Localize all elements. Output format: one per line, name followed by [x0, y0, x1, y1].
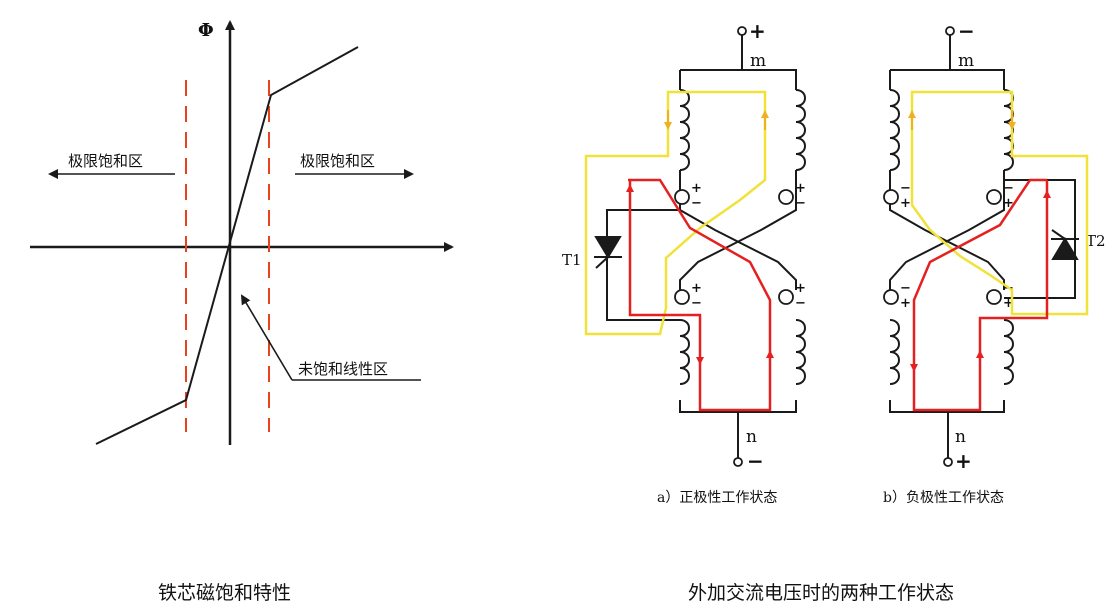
polarity-top: −	[958, 19, 975, 43]
magnetization-curve	[95, 46, 359, 445]
yellow-current-path-a	[584, 90, 767, 336]
svg-text:+: +	[900, 296, 911, 311]
svg-text:−: −	[691, 196, 702, 211]
svg-text:+: +	[691, 181, 702, 196]
node-n: n	[746, 427, 757, 447]
label-saturation-left: 极限饱和区	[68, 152, 143, 170]
sub-caption-b: b）负极性工作状态	[883, 490, 1004, 506]
circuit-b: − m n + −+ −+ −+ −+ T2	[883, 19, 1106, 506]
thyristor-t2	[1051, 229, 1079, 260]
svg-text:−: −	[900, 281, 911, 296]
polarity-top: +	[749, 19, 766, 43]
coil-bottom-left	[679, 319, 690, 385]
coil-top-left	[679, 89, 690, 171]
coil-top-right	[795, 89, 806, 171]
svg-text:−: −	[1003, 181, 1014, 196]
caption-right: 外加交流电压时的两种工作状态	[688, 582, 955, 604]
source-symbol	[883, 189, 1002, 305]
svg-text:−: −	[795, 196, 806, 211]
svg-text:+: +	[691, 281, 702, 296]
yellow-current-path-b	[910, 90, 1089, 316]
terminal-top	[737, 26, 747, 36]
linear-arrow	[240, 294, 293, 381]
node-n: n	[955, 427, 966, 447]
svg-text:+: +	[1003, 196, 1014, 211]
svg-text:−: −	[795, 296, 806, 311]
label-t1: T1	[562, 251, 582, 269]
source-symbol	[674, 189, 794, 305]
circuit-a: + m n − +− +− +− +−	[562, 19, 806, 506]
label-t2: T2	[1086, 232, 1106, 250]
red-current-path-b	[912, 178, 1049, 412]
coil-bottom-right	[1003, 319, 1014, 385]
polarity-bottom: +	[955, 449, 972, 473]
coil-bottom-left	[889, 319, 900, 385]
terminal-bottom	[943, 457, 953, 467]
label-linear-region: 未饱和线性区	[298, 360, 388, 378]
node-m: m	[958, 51, 974, 71]
svg-text:+: +	[1003, 296, 1014, 311]
polarity-bottom: −	[747, 449, 764, 473]
saturation-chart: Φ 极限饱和区 极限饱和区 未饱和线性区	[30, 20, 454, 445]
node-m: m	[750, 51, 766, 71]
y-axis-label: Φ	[198, 20, 214, 41]
coil-bottom-right	[795, 319, 806, 385]
svg-text:+: +	[795, 281, 806, 296]
sub-caption-a: a）正极性工作状态	[657, 490, 777, 506]
thyristor-t1	[594, 236, 622, 269]
terminal-bottom	[733, 457, 743, 467]
svg-text:−: −	[691, 296, 702, 311]
caption-left: 铁芯磁饱和特性	[158, 582, 292, 604]
svg-text:+: +	[795, 181, 806, 196]
terminal-top	[945, 26, 955, 36]
label-saturation-right: 极限饱和区	[300, 152, 375, 170]
svg-text:−: −	[900, 181, 911, 196]
coil-top-left	[889, 89, 900, 171]
svg-text:+: +	[900, 196, 911, 211]
